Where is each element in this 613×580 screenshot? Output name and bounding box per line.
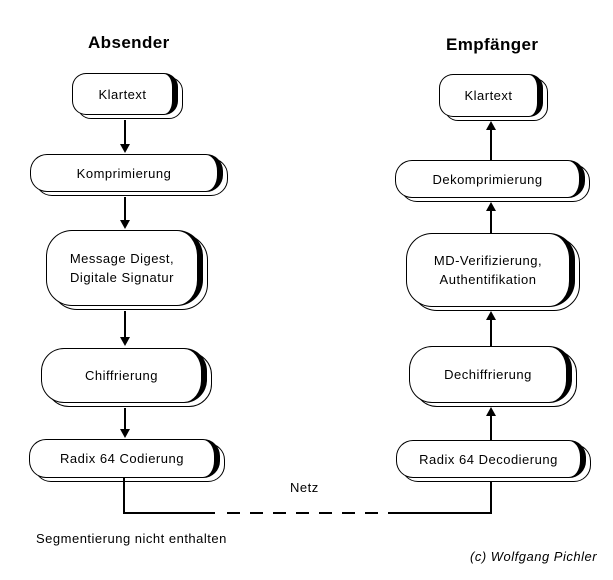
arrowhead-down-icon xyxy=(120,220,130,229)
node-radix64-codierung: Radix 64 Codierung xyxy=(29,439,225,482)
sender-column-title: Absender xyxy=(88,33,170,52)
network-dashed-line xyxy=(217,512,400,514)
credit: (c) Wolfgang Pichler xyxy=(470,549,598,564)
arrowhead-down-icon xyxy=(120,144,130,153)
connector-right-solid xyxy=(400,512,492,514)
arrowhead-down-icon xyxy=(120,429,130,438)
connector-right-vertical xyxy=(490,482,492,514)
node-label: Klartext xyxy=(98,86,147,102)
arrowhead-up-icon xyxy=(486,311,496,320)
receiver-column-title: Empfänger xyxy=(446,35,539,54)
connector-left-solid xyxy=(123,512,215,514)
connector-left-vertical xyxy=(123,478,125,514)
node-klartext-receiver: Klartext xyxy=(439,74,548,121)
node-label: Radix 64 Codierung xyxy=(60,451,184,466)
node-komprimierung: Komprimierung xyxy=(30,154,228,196)
node-label: Dekomprimierung xyxy=(432,171,543,187)
node-label: MD-Verifizierung, xyxy=(433,253,543,268)
node-label: Message Digest, xyxy=(69,251,175,266)
node-label: Chiffrierung xyxy=(85,368,158,383)
node-label-line2: Authentifikation xyxy=(439,272,537,287)
arrowhead-up-icon xyxy=(486,202,496,211)
footnote: Segmentierung nicht enthalten xyxy=(36,531,227,546)
node-klartext-sender: Klartext xyxy=(72,73,183,119)
node-label-line2: Digitale Signatur xyxy=(70,270,174,285)
node-label: Komprimierung xyxy=(76,165,172,181)
node-message-digest-signatur: Message Digest, Digitale Signatur xyxy=(46,230,208,310)
node-md-verifizierung: MD-Verifizierung, Authentifikation xyxy=(406,233,580,311)
node-label: Dechiffrierung xyxy=(444,367,532,382)
node-label: Klartext xyxy=(464,88,513,103)
node-label: Radix 64 Decodierung xyxy=(419,451,558,467)
node-chiffrierung: Chiffrierung xyxy=(41,348,212,407)
network-label: Netz xyxy=(290,480,319,495)
arrowhead-down-icon xyxy=(120,337,130,346)
arrowhead-up-icon xyxy=(486,407,496,416)
node-radix64-decodierung: Radix 64 Decodierung xyxy=(396,440,591,482)
node-dekomprimierung: Dekomprimierung xyxy=(395,160,590,202)
arrowhead-up-icon xyxy=(486,121,496,130)
node-dechiffrierung: Dechiffrierung xyxy=(409,346,577,407)
